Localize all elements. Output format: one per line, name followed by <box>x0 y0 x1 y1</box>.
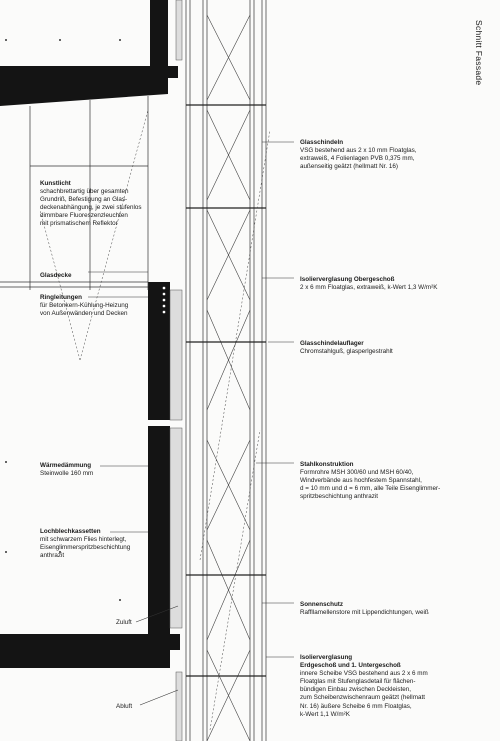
label-waermedaemmung: Wärmedämmung Steinwolle 160 mm <box>40 462 93 478</box>
label-waermedaemmung-title: Wärmedämmung <box>40 462 92 469</box>
label-ringleitungen-body: für Betonkern-Kühlung-Heizung von Außenw… <box>40 302 129 318</box>
label-isolierverglasung-eg-body: innere Scheibe VSG bestehend aus 2 x 6 m… <box>300 670 428 718</box>
label-glasschindeln: Glasschindeln VSG bestehend aus 2 x 10 m… <box>300 139 417 171</box>
label-stahlkonstruktion-body: Formrohre MSH 300/60 und MSH 60/40, Wind… <box>300 469 441 501</box>
insulation-hatching <box>169 0 183 741</box>
light-diagonals <box>39 109 271 731</box>
label-kunstlicht-body: schachbrettartig über gesamten Grundriß,… <box>40 188 142 228</box>
label-lochblechkassetten-body: mit schwarzem Flies hinterlegt, Eisengli… <box>40 536 131 560</box>
grid-dots <box>5 39 121 601</box>
label-lochblechkassetten-title: Lochblechkassetten <box>40 528 101 535</box>
label-stahlkonstruktion-title: Stahlkonstruktion <box>300 461 354 468</box>
label-sonnenschutz: Sonnenschutz Raffllamellenstore mit Lipp… <box>300 601 429 617</box>
horizontal-connectors <box>186 104 266 677</box>
label-isolierverglasung-og-body: 2 x 6 mm Floatglas, extraweiß, k-Wert 1,… <box>300 284 438 292</box>
label-ringleitungen: Ringleitungen für Betonkern-Kühlung-Heiz… <box>40 294 128 318</box>
label-sonnenschutz-body: Raffllamellenstore mit Lippendichtungen,… <box>300 609 429 617</box>
label-glasschindelauflager-body: Chromstahlguß, glasperlgestrahlt <box>300 348 393 356</box>
label-stahlkonstruktion: Stahlkonstruktion Formrohre MSH 300/60 u… <box>300 461 440 501</box>
leader-lines <box>88 141 294 658</box>
label-glasschindeln-title: Glasschindeln <box>300 139 344 146</box>
label-isolierverglasung-og: Isolierverglasung Obergeschoß 2 x 6 mm F… <box>300 276 437 292</box>
label-isolierverglasung-eg-title: Isolierverglasung Erdgeschoß und 1. Unte… <box>300 654 401 670</box>
label-glasschindeln-body: VSG bestehend aus 2 x 10 mm Floatglas, e… <box>300 147 417 171</box>
slab-top <box>0 66 178 106</box>
label-isolierverglasung-eg: Isolierverglasung Erdgeschoß und 1. Unte… <box>300 654 428 719</box>
slab-bottom <box>0 634 180 668</box>
label-glasschindelauflager-title: Glasschindelauflager <box>300 340 364 347</box>
label-ringleitungen-title: Ringleitungen <box>40 294 82 301</box>
ceiling-lines <box>0 165 148 288</box>
slab-lower <box>148 426 170 636</box>
ring-pipes <box>162 286 166 314</box>
label-waermedaemmung-body: Steinwolle 160 mm <box>40 470 94 478</box>
label-zuluft: Zuluft <box>116 619 132 626</box>
drawing-title: Schnitt Fassade <box>474 20 484 86</box>
slab-middle <box>148 282 170 420</box>
label-isolierverglasung-og-title: Isolierverglasung Obergeschoß <box>300 276 395 283</box>
air-arrows <box>135 605 179 706</box>
label-glasschindelauflager: Glasschindelauflager Chromstahlguß, glas… <box>300 340 393 356</box>
concrete-slabs <box>0 0 180 668</box>
column-top <box>150 0 168 84</box>
label-lochblechkassetten: Lochblechkassetten mit schwarzem Flies h… <box>40 528 130 560</box>
wind-bracing <box>206 14 251 741</box>
label-glasdecke: Glasdecke <box>40 272 72 279</box>
label-abluft: Abluft <box>116 703 133 710</box>
label-kunstlicht-title: Kunstlicht <box>40 180 71 187</box>
label-sonnenschutz-title: Sonnenschutz <box>300 601 344 608</box>
label-kunstlicht: Kunstlicht schachbrettartig über gesamte… <box>40 180 142 229</box>
vertical-lines <box>29 0 267 741</box>
